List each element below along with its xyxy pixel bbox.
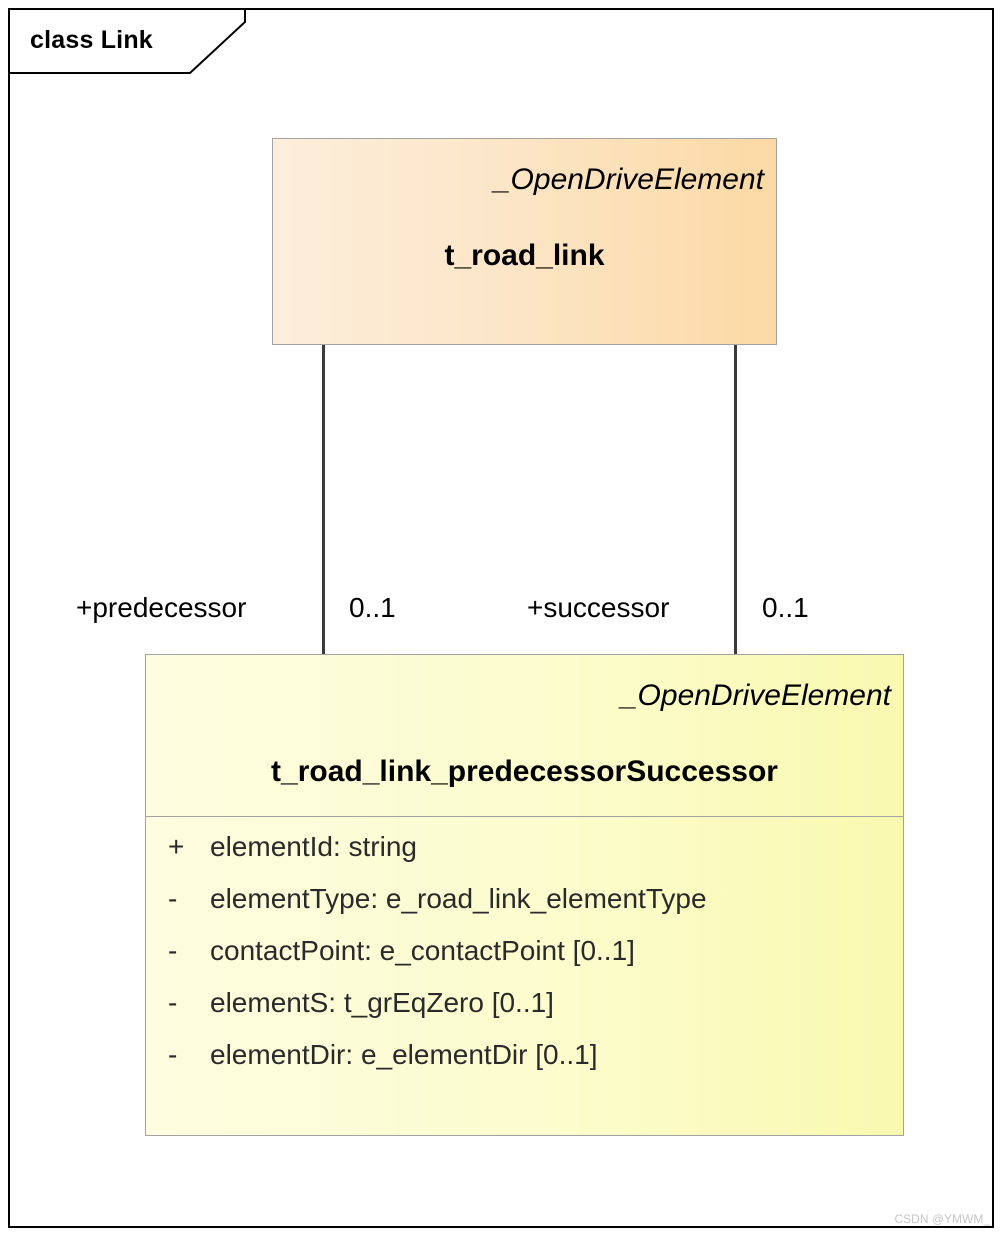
attribute-signature: elementDir: e_elementDir [0..1]: [210, 1039, 598, 1070]
association-multiplicity-predecessor: 0..1: [349, 592, 396, 623]
association-role-predecessor: +predecessor: [76, 592, 247, 623]
association-role-successor: +successor: [527, 592, 670, 623]
class-box-t-road-link-predecessor-successor[interactable]: _OpenDriveElement t_road_link_predecesso…: [145, 654, 913, 1145]
association-line-successor: [734, 344, 737, 656]
class-attribute-row: - contactPoint: e_contactPoint [0..1]: [146, 935, 903, 987]
page-title: class Link: [30, 26, 153, 54]
class-stereotype: _OpenDriveElement: [493, 163, 764, 196]
attribute-signature: elementType: e_road_link_elementType: [210, 883, 707, 914]
attribute-visibility: -: [168, 883, 178, 914]
association-multiplicity-successor: 0..1: [762, 592, 809, 623]
watermark: CSDN @YMWM_: [894, 1212, 990, 1226]
attribute-visibility: +: [168, 831, 185, 862]
class-stereotype: _OpenDriveElement: [620, 679, 891, 712]
class-attribute-row: - elementS: t_grEqZero [0..1]: [146, 987, 903, 1039]
diagram-frame: [8, 8, 994, 1228]
class-attribute-row: - elementDir: e_elementDir [0..1]: [146, 1039, 903, 1091]
class-attribute-row: - elementType: e_road_link_elementType: [146, 883, 903, 935]
diagram-frame-tab: class Link: [8, 8, 246, 74]
attribute-visibility: -: [168, 987, 178, 1018]
attribute-signature: contactPoint: e_contactPoint [0..1]: [210, 935, 635, 966]
attribute-signature: elementId: string: [210, 831, 417, 862]
class-attribute-list: + elementId: string - elementType: e_road_l…: [146, 831, 903, 1091]
association-line-predecessor: [322, 344, 325, 656]
attribute-visibility: -: [168, 935, 178, 966]
class-name: t_road_link_predecessorSuccessor: [271, 755, 778, 788]
class-attribute-row: + elementId: string: [146, 831, 903, 883]
class-box-t-road-link[interactable]: _OpenDriveElement t_road_link: [272, 138, 786, 354]
class-name: t_road_link: [444, 239, 605, 272]
frame-tab-shape: [8, 8, 246, 74]
attribute-visibility: -: [168, 1039, 178, 1070]
class-compartment-divider: [146, 816, 903, 817]
attribute-signature: elementS: t_grEqZero [0..1]: [210, 987, 554, 1018]
